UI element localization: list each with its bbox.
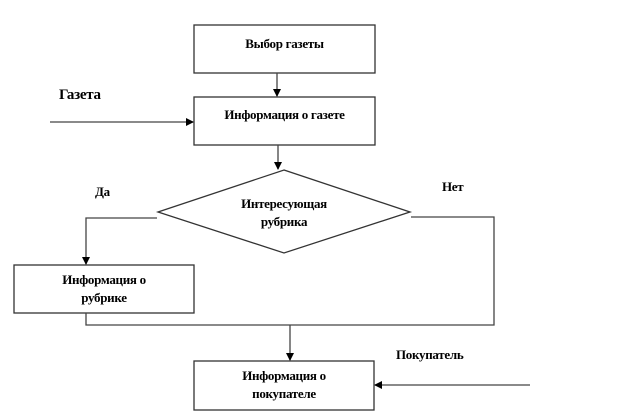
- node-rubric-info-label-line2: рубрике: [81, 290, 127, 305]
- input-buyer-label: Покупатель: [396, 347, 464, 362]
- node-paper-info-label: Информация о газете: [224, 107, 345, 122]
- node-rubric-info-label-line1: Информация о: [62, 272, 146, 287]
- node-decision-diamond: [155, 169, 413, 254]
- node-buyer-info-box: [193, 360, 375, 411]
- input-newspaper-label: Газета: [59, 87, 101, 103]
- node-choose-box: [193, 24, 376, 74]
- node-buyer-info-label-line2: покупателе: [252, 386, 316, 401]
- node-paper-info-box: [193, 96, 376, 146]
- node-buyer-info-label-line1: Информация о: [242, 368, 326, 383]
- edge-decision-no-merge: [85, 216, 495, 326]
- branch-no-label: Нет: [442, 179, 464, 194]
- node-rubric-info-box: [13, 264, 195, 314]
- node-decision-label-line1: Интересующая: [241, 196, 327, 211]
- node-decision-label-line2: рубрика: [260, 214, 308, 229]
- node-choose-label: Выбор газеты: [245, 36, 324, 51]
- edge-decision-yes: [82, 217, 157, 265]
- branch-yes-label: Да: [95, 184, 110, 199]
